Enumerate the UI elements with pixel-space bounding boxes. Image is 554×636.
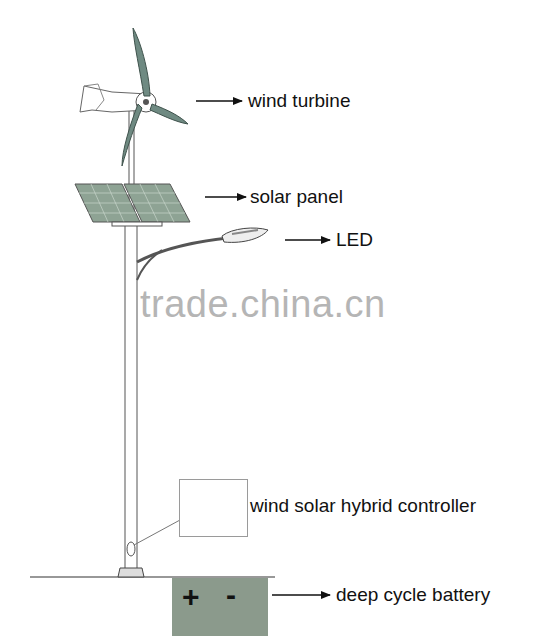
terminal-sign: + [182, 582, 200, 612]
led-lamp [137, 228, 268, 280]
controller-box: wind solar hybrid controller [179, 479, 519, 537]
part-label: LED [336, 229, 373, 251]
controller-outline [179, 479, 248, 537]
access-hatch [127, 542, 135, 556]
pole [125, 222, 137, 572]
watermark: trade.china.cn [140, 282, 386, 326]
part-label: deep cycle battery [336, 584, 490, 606]
part-label: wind turbine [248, 90, 350, 112]
wind-turbine-drawing [80, 28, 188, 166]
battery-box: +- [172, 578, 268, 636]
terminal-sign: - [226, 580, 236, 610]
controller-label: wind solar hybrid controller [250, 495, 476, 517]
part-label: solar panel [250, 186, 343, 208]
solar-panels [75, 184, 190, 226]
controller-leader [134, 520, 180, 545]
pole-base [118, 568, 144, 577]
